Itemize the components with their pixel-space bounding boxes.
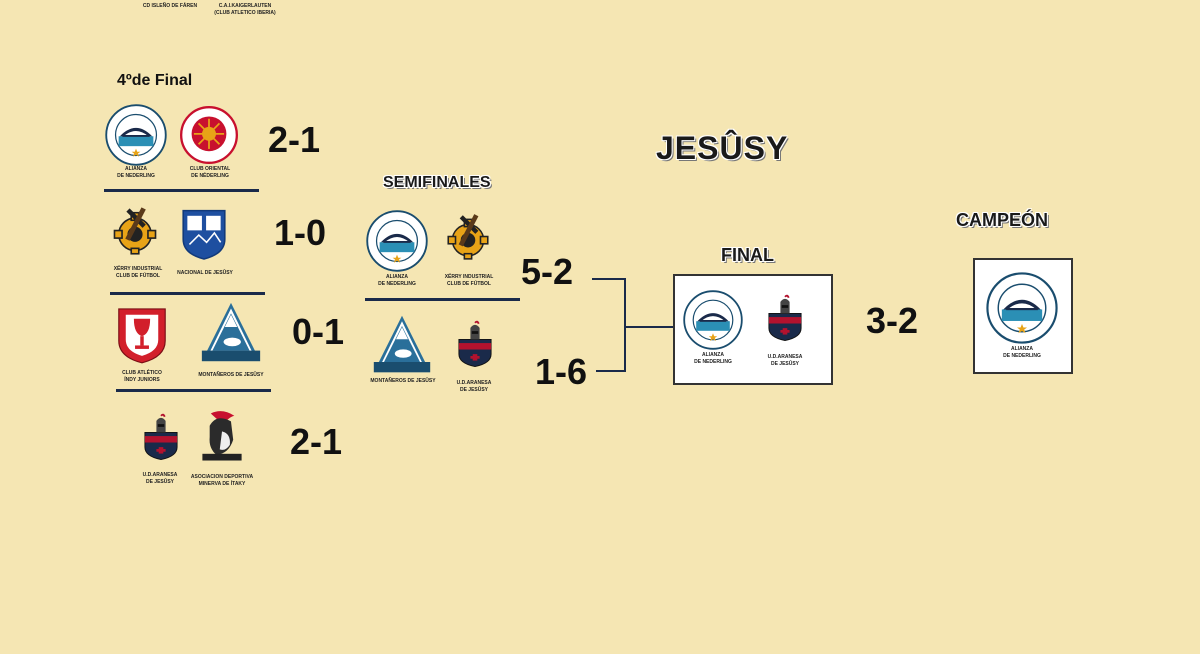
qf4-score: 2-1 (290, 421, 343, 462)
qf2-away-name: NACIONAL DE JESÛSY (177, 270, 233, 276)
sf2-montaneros-logo (372, 312, 432, 376)
bracket-line-vertical (624, 278, 626, 372)
qf1-score: 2-1 (268, 119, 321, 160)
minerva-logo (194, 404, 250, 470)
sf1-home-name: ALIANZA DE NEDERLING (378, 274, 416, 287)
qf3-home-name: CLUB ATLÉTICO ÍNDY JUNIORS (122, 370, 162, 383)
qf2-divider (110, 292, 265, 295)
sf1-away-name: XËRRY INDUSTRIAL CLUB DE FÚTBOL (444, 274, 494, 287)
bracket-line-sf2 (596, 370, 626, 372)
sf2-aranesa-logo (452, 312, 498, 376)
top-label-left: CD ISLEÑO DE FÁREN (142, 3, 198, 9)
qf3-divider (116, 389, 271, 392)
xerry-logo (108, 200, 162, 260)
bracket-line-final (624, 326, 674, 328)
sf1-xerry-logo (442, 206, 494, 266)
sf1-alianza-logo (366, 210, 428, 272)
sf2-home-name: MONTAÑEROS DE JESÛSY (370, 378, 436, 384)
champion-heading: CAMPEÓN (956, 210, 1049, 230)
qf4-away-name: ASOCIACION DEPORTIVA MINERVA DE ÍTAKY (190, 474, 254, 487)
champion-name: ALIANZA DE NEDERLING (1003, 346, 1041, 359)
final-heading: FINAL (721, 245, 774, 265)
nacional-logo (178, 205, 230, 263)
montaneros-logo (200, 300, 262, 364)
semifinal-heading: SEMIFINALES (383, 174, 491, 191)
final-alianza-logo (683, 290, 743, 350)
sf2-score: 1-6 (535, 351, 588, 392)
bracket-line-sf1 (592, 278, 626, 280)
champion-alianza-logo (986, 272, 1058, 344)
oriental-logo (180, 106, 238, 164)
alianza-logo (105, 104, 167, 166)
qf2-home-name: XËRRY INDUSTRIAL CLUB DE FÚTBOL (113, 266, 163, 279)
sf2-away-name: U.D.ARANESA DE JESÛSY (456, 380, 492, 393)
indy-logo (113, 303, 171, 367)
final-away-name: U.D.ARANESA DE JESÛSY (767, 354, 803, 367)
tournament-title: JESÛSY (656, 130, 789, 166)
final-home-name: ALIANZA DE NEDERLING (694, 352, 732, 365)
qf1-home-name: ALIANZA DE NEDERLING (117, 166, 155, 179)
qf2-score: 1-0 (274, 212, 327, 253)
quarterfinal-heading: 4ºde Final (117, 72, 193, 89)
qf4-home-name: U.D.ARANESA DE JESÛSY (142, 472, 178, 485)
top-label-right-line1: C.A.I.KAIGERLAUTEN (218, 3, 272, 9)
aranesa-logo (138, 404, 184, 470)
sf1-score: 5-2 (521, 251, 574, 292)
top-label-right-line2: (CLUB ATLETICO IBERIA) (214, 10, 276, 16)
qf3-score: 0-1 (292, 311, 345, 352)
qf3-away-name: MONTAÑEROS DE JESÛSY (198, 372, 264, 378)
final-aranesa-logo (762, 286, 808, 350)
sf1-divider (365, 298, 520, 301)
qf1-divider (104, 189, 259, 192)
final-score: 3-2 (866, 300, 919, 341)
qf1-away-name: CLUB ORIENTAL DE NÉDERLING (189, 166, 231, 179)
